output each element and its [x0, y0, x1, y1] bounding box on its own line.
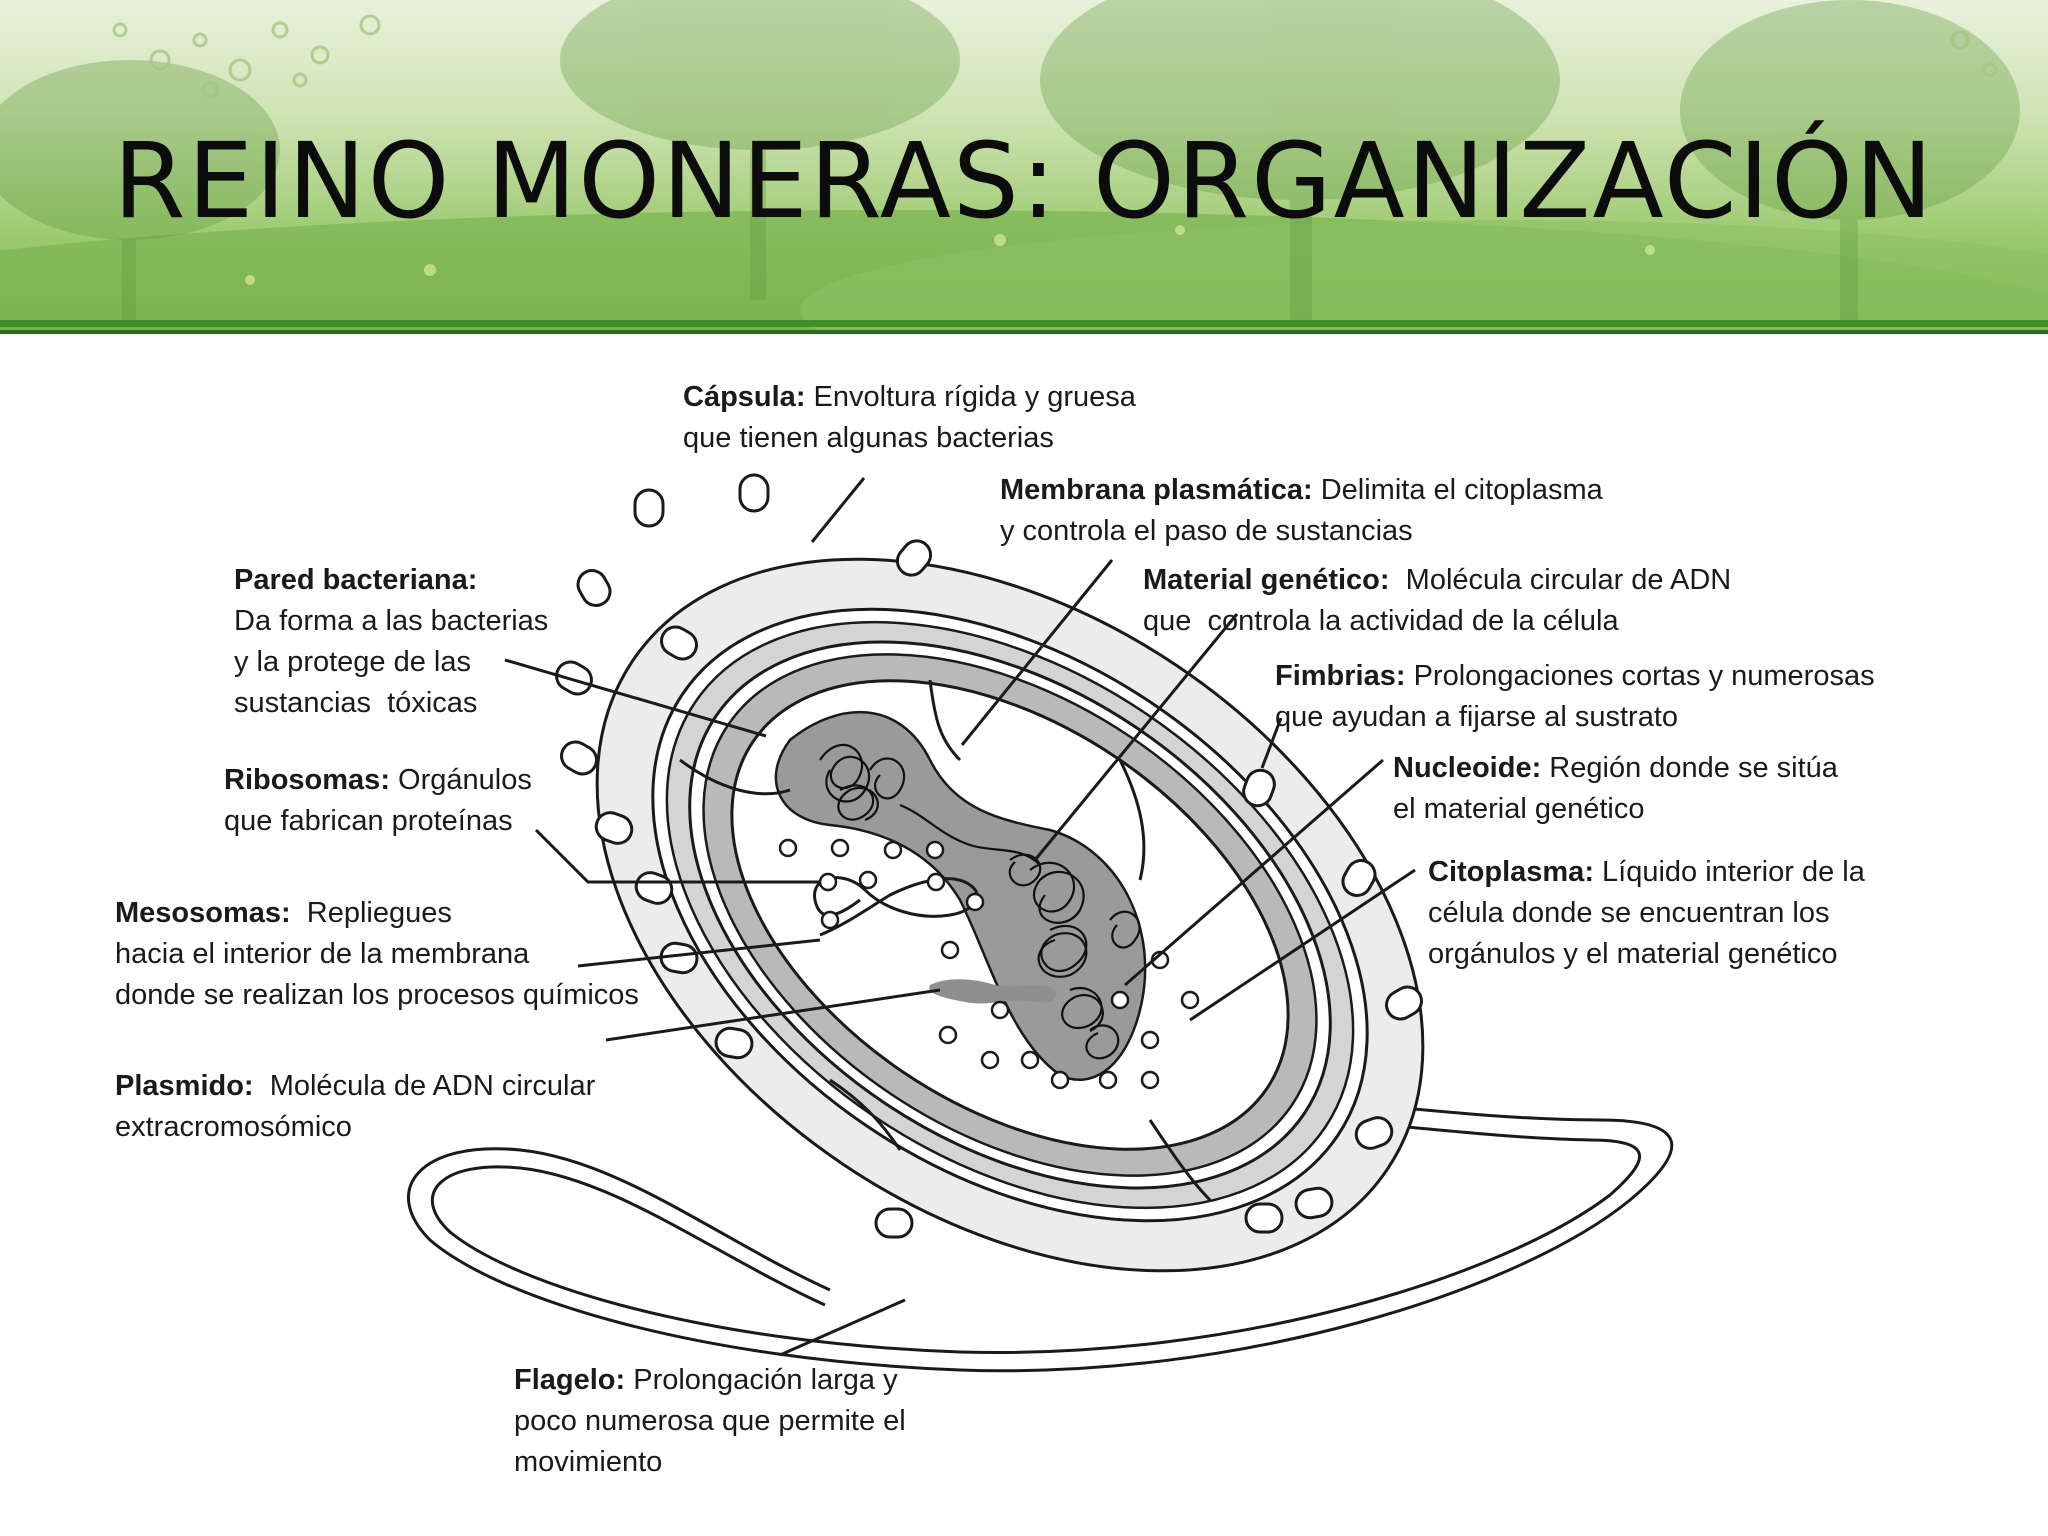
term-membrana: Membrana plasmática: — [1000, 474, 1313, 506]
label-flagelo: Flagelo: Prolongación larga y poco numer… — [514, 1360, 906, 1483]
desc-fimbrias-1: Prolongaciones cortas y numerosas — [1405, 660, 1875, 692]
mesosome — [813, 876, 979, 937]
desc-nucleoide-2: el material genético — [1393, 793, 1645, 825]
desc-flagelo-3: movimiento — [514, 1446, 663, 1478]
desc-ribosomas-1: Orgánulos — [389, 764, 532, 796]
desc-ribosomas-2: que fabrican proteínas — [224, 805, 513, 837]
label-fimbrias: Fimbrias: Prolongaciones cortas y numero… — [1275, 656, 1875, 738]
flagellum — [407, 1088, 1674, 1373]
desc-membrana-2: y controla el paso de sustancias — [1000, 515, 1413, 547]
desc-plasmido-2: extracromosómico — [115, 1111, 352, 1143]
bubble-decoration — [112, 14, 1998, 99]
desc-citoplasma-3: orgánulos y el material genético — [1428, 938, 1838, 970]
header-divider — [0, 320, 2048, 327]
desc-material-1: Molécula circular de ADN — [1389, 564, 1732, 596]
fimbriae — [555, 473, 1423, 1239]
label-membrana: Membrana plasmática: Delimita el citopla… — [1000, 470, 1603, 552]
nucleoid — [774, 710, 1147, 1081]
plasmid — [929, 979, 1057, 1004]
term-plasmido: Plasmido: — [115, 1070, 254, 1102]
label-plasmido: Plasmido: Molécula de ADN circular extra… — [115, 1066, 595, 1148]
term-ribosomas: Ribosomas: — [224, 764, 390, 796]
label-mesosomas: Mesosomas: Repliegues hacia el interior … — [115, 893, 639, 1016]
slide-header: REINO MONERAS: ORGANIZACIÓN — [0, 0, 2048, 330]
dna-tangle — [819, 744, 1141, 1060]
label-pared: Pared bacteriana: Da forma a las bacteri… — [234, 560, 548, 724]
desc-citoplasma-1: Líquido interior de la — [1593, 856, 1865, 888]
desc-fimbrias-2: que ayudan a fijarse al sustrato — [1275, 701, 1679, 733]
desc-material-2: que controla la actividad de la célula — [1143, 605, 1619, 637]
desc-nucleoide-1: Región donde se sitúa — [1541, 752, 1838, 784]
label-capsula: Cápsula: Envoltura rígida y gruesa que t… — [683, 377, 1136, 459]
header-divider-dark — [0, 330, 2048, 334]
desc-pared-1: Da forma a las bacterias — [234, 605, 549, 637]
term-material: Material genético: — [1143, 564, 1390, 596]
desc-capsula-1: Envoltura rígida y gruesa — [805, 381, 1136, 413]
desc-membrana-1: Delimita el citoplasma — [1312, 474, 1603, 506]
slide-title: REINO MONERAS: ORGANIZACIÓN — [113, 120, 1935, 242]
term-capsula: Cápsula: — [683, 381, 806, 413]
desc-mesosomas-1: Repliegues — [290, 897, 452, 929]
desc-flagelo-2: poco numerosa que permite el — [514, 1405, 906, 1437]
term-mesosomas: Mesosomas: — [115, 897, 291, 929]
label-citoplasma: Citoplasma: Líquido interior de la célul… — [1428, 852, 1865, 975]
label-material-genetico: Material genético: Molécula circular de … — [1143, 560, 1731, 642]
desc-mesosomas-3: donde se realizan los procesos químicos — [115, 979, 639, 1011]
leader-lines — [504, 477, 1416, 1357]
term-nucleoide: Nucleoide: — [1393, 752, 1542, 784]
forest-background — [0, 0, 2048, 330]
desc-plasmido-1: Molécula de ADN circular — [253, 1070, 596, 1102]
tree-silhouettes — [0, 0, 2020, 320]
desc-pared-3: sustancias tóxicas — [234, 687, 478, 719]
desc-capsula-2: que tienen algunas bacterias — [683, 422, 1054, 454]
desc-citoplasma-2: célula donde se encuentran los — [1428, 897, 1830, 929]
term-flagelo: Flagelo: — [514, 1364, 626, 1396]
desc-flagelo-1: Prolongación larga y — [625, 1364, 898, 1396]
label-nucleoide: Nucleoide: Región donde se sitúa el mate… — [1393, 748, 1838, 830]
desc-mesosomas-2: hacia el interior de la membrana — [115, 938, 530, 970]
term-pared: Pared bacteriana: — [234, 564, 478, 596]
desc-pared-2: y la protege de las — [234, 646, 471, 678]
label-ribosomas: Ribosomas: Orgánulos que fabrican proteí… — [224, 760, 532, 842]
term-citoplasma: Citoplasma: — [1428, 856, 1594, 888]
ribosomes — [778, 838, 1200, 1090]
term-fimbrias: Fimbrias: — [1275, 660, 1406, 692]
